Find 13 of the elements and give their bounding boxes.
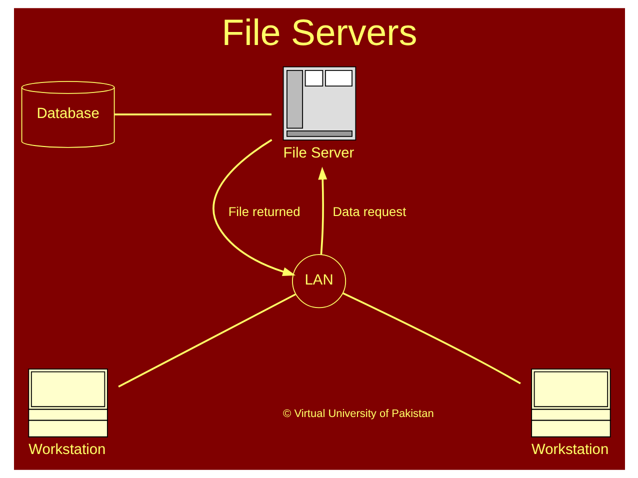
diagram-title: File Servers bbox=[221, 12, 417, 53]
edge-label: File returned bbox=[228, 204, 300, 219]
node-label: Workstation bbox=[28, 442, 106, 458]
edge-label: Data request bbox=[332, 204, 406, 219]
connector bbox=[118, 294, 296, 388]
connector bbox=[342, 292, 520, 384]
label: © Virtual University of Pakistan bbox=[282, 408, 434, 420]
arrow bbox=[212, 139, 296, 276]
node-circle: LAN bbox=[292, 254, 346, 308]
connector bbox=[114, 114, 271, 116]
node-label: File Server bbox=[282, 145, 354, 162]
node-label: Workstation bbox=[531, 442, 608, 458]
arrow bbox=[318, 166, 327, 255]
